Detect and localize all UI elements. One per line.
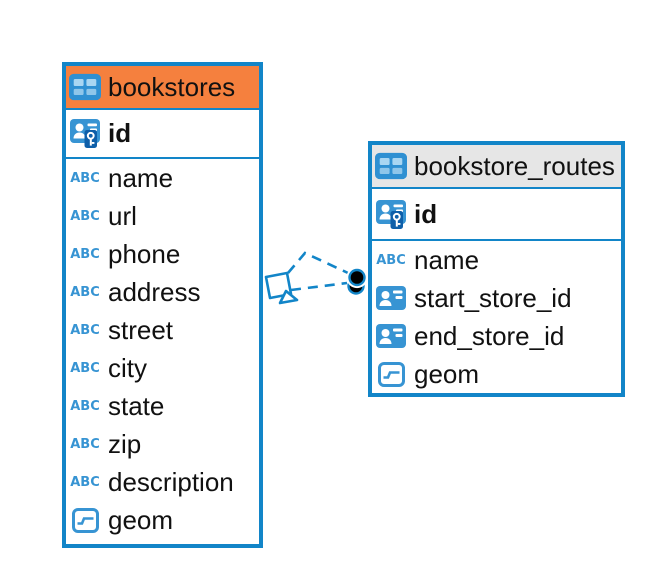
relationship-line[interactable]: [287, 251, 349, 275]
relationship-dot-marker[interactable]: [348, 268, 366, 287]
column-row[interactable]: ABC street: [66, 311, 259, 349]
column-name: street: [108, 314, 174, 345]
text-type-icon: ABC: [376, 252, 406, 268]
text-type-icon: ABC: [70, 436, 100, 452]
column-name: phone: [108, 238, 181, 269]
column-name: name: [108, 162, 174, 193]
column-name: geom: [414, 358, 480, 389]
column-row[interactable]: geom: [372, 355, 621, 393]
column-row[interactable]: ABC url: [66, 197, 259, 235]
column-row[interactable]: ABC phone: [66, 235, 259, 273]
entity-table-bookstore-routes[interactable]: bookstore_routes id ABC name start_store…: [368, 141, 625, 397]
text-type-icon: ABC: [70, 360, 100, 376]
column-name: name: [414, 244, 480, 275]
column-row[interactable]: id: [372, 189, 621, 241]
relationship-diamond-marker[interactable]: [264, 271, 293, 300]
column-name: id: [414, 198, 438, 229]
table-icon: [69, 73, 101, 101]
table-icon: [375, 152, 407, 180]
text-type-icon: ABC: [70, 246, 100, 262]
column-name: address: [108, 276, 201, 307]
entity-table-bookstores[interactable]: bookstores id ABC name ABC url ABC phone…: [62, 62, 263, 548]
column-row[interactable]: id: [66, 110, 259, 159]
column-name: zip: [108, 428, 142, 459]
column-row[interactable]: ABC state: [66, 387, 259, 425]
column-row[interactable]: ABC name: [372, 241, 621, 279]
column-row[interactable]: end_store_id: [372, 317, 621, 355]
column-name: end_store_id: [414, 320, 565, 351]
text-type-icon: ABC: [70, 322, 100, 338]
geometry-type-icon: [375, 362, 407, 387]
text-type-icon: ABC: [70, 398, 100, 414]
table-header[interactable]: bookstores: [66, 66, 259, 110]
table-title: bookstore_routes: [414, 150, 615, 181]
column-row[interactable]: ABC city: [66, 349, 259, 387]
column-row[interactable]: ABC zip: [66, 425, 259, 463]
text-type-icon: ABC: [70, 170, 100, 186]
table-header[interactable]: bookstore_routes: [372, 145, 621, 189]
column-row[interactable]: ABC address: [66, 273, 259, 311]
geometry-type-icon: [69, 508, 101, 533]
relationship-line[interactable]: [290, 281, 348, 292]
foreign-key-icon: [375, 324, 407, 348]
table-title: bookstores: [108, 71, 236, 102]
column-name: id: [108, 118, 132, 148]
column-name: geom: [108, 504, 174, 535]
text-type-icon: ABC: [70, 474, 100, 490]
column-name: city: [108, 352, 147, 383]
relationship-arrow-marker[interactable]: [278, 289, 299, 305]
primary-key-icon: [69, 119, 101, 148]
column-name: url: [108, 200, 137, 231]
foreign-key-icon: [375, 286, 407, 310]
column-name: description: [108, 466, 234, 497]
column-row[interactable]: start_store_id: [372, 279, 621, 317]
column-name: state: [108, 390, 165, 421]
column-name: start_store_id: [414, 282, 572, 313]
text-type-icon: ABC: [70, 284, 100, 300]
column-row[interactable]: ABC name: [66, 159, 259, 197]
text-type-icon: ABC: [70, 208, 100, 224]
relationship-dot-marker[interactable]: [347, 277, 365, 295]
relationship-dot-gap: [346, 266, 368, 289]
primary-key-icon: [375, 200, 407, 229]
column-row[interactable]: ABC description: [66, 463, 259, 501]
column-row[interactable]: geom: [66, 501, 259, 539]
